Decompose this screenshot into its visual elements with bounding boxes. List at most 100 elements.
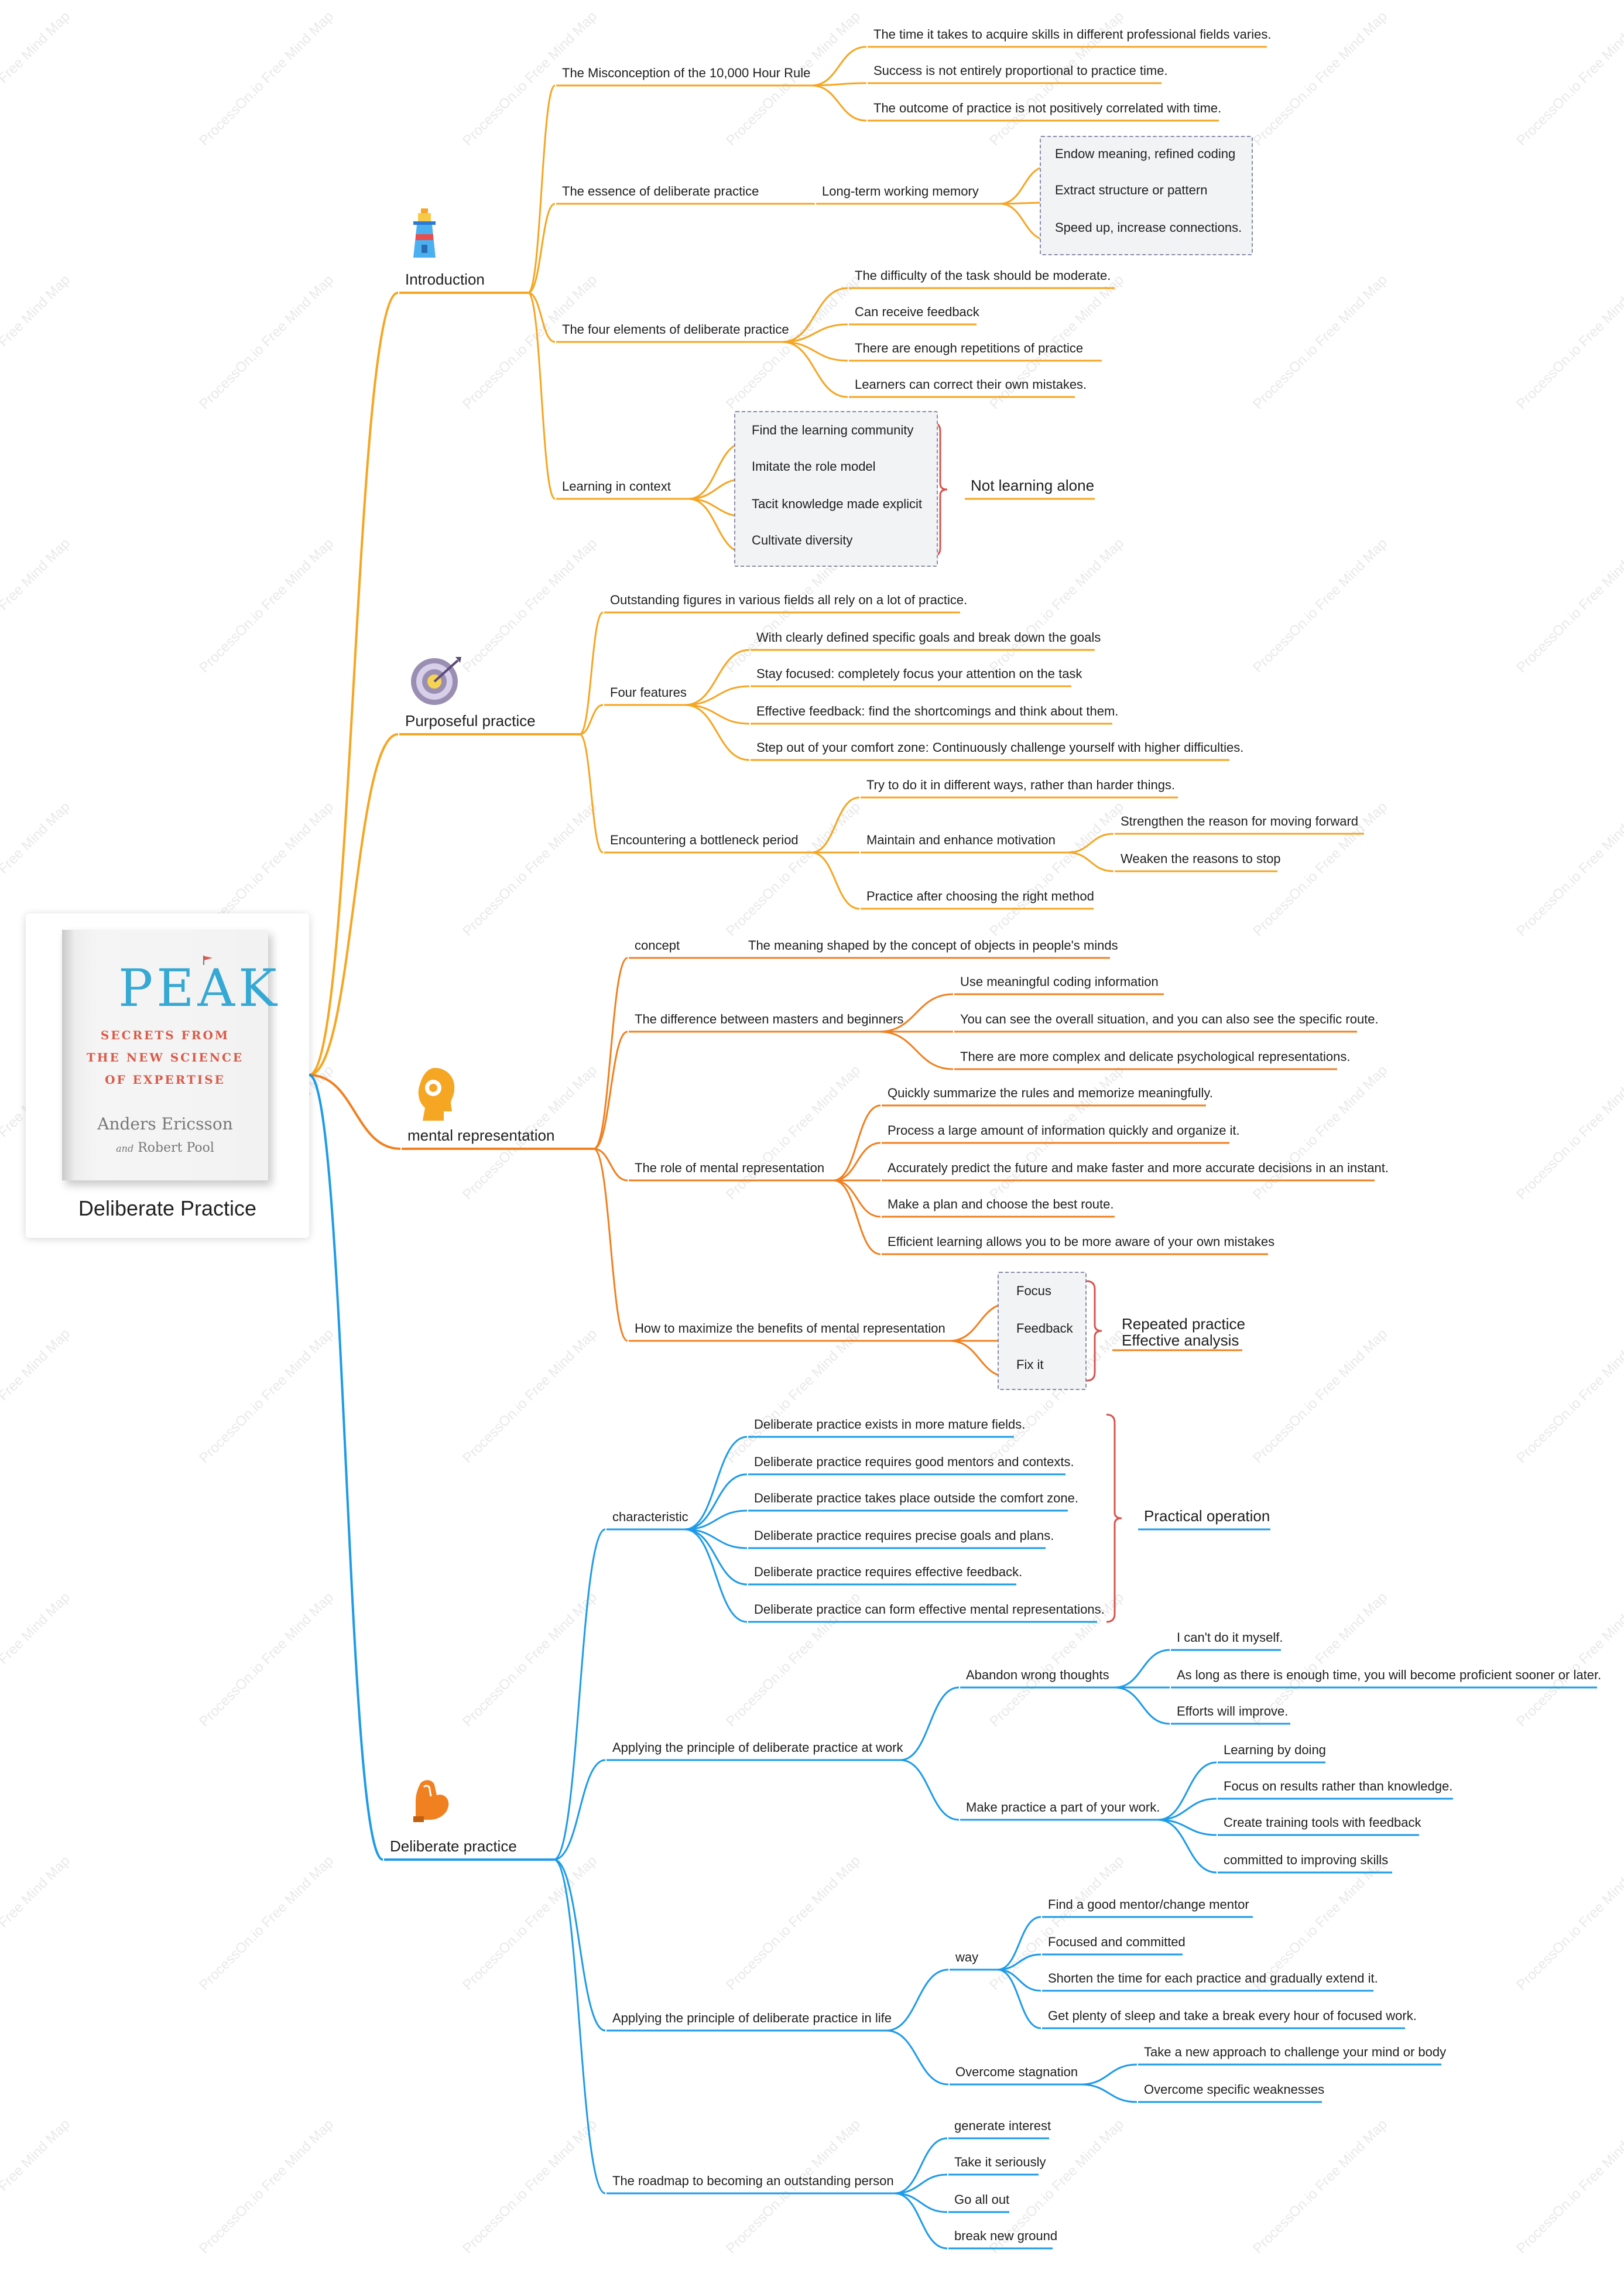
node-label[interactable]: The four elements of deliberate practice (562, 322, 789, 337)
watermark-text: ProcessOn.io Free Mind Map (1250, 272, 1390, 412)
node-label[interactable]: The time it takes to acquire skills in d… (873, 27, 1272, 42)
node-label[interactable]: Strengthen the reason for moving forward (1121, 814, 1359, 829)
node-label[interactable]: Fix it (1016, 1357, 1044, 1372)
node-label[interactable]: Applying the principle of deliberate pra… (612, 2011, 892, 2025)
branch-label-mental[interactable]: mental representation (407, 1127, 555, 1144)
node-label[interactable]: Long-term working memory (822, 184, 979, 198)
node-label[interactable]: break new ground (954, 2228, 1058, 2243)
node-label[interactable]: Tacit knowledge made explicit (752, 497, 923, 511)
node-label[interactable]: Four features (610, 685, 687, 700)
node-label[interactable]: Step out of your comfort zone: Continuou… (756, 740, 1244, 755)
node-label[interactable]: The Misconception of the 10,000 Hour Rul… (562, 66, 811, 80)
node-label[interactable]: Weaken the reasons to stop (1121, 851, 1281, 866)
node-label[interactable]: way (955, 1950, 979, 1964)
connector (579, 704, 604, 735)
node-label[interactable]: The outcome of practice is not positivel… (873, 101, 1222, 115)
watermark-text: ProcessOn.io Free Mind Map (196, 2116, 337, 2257)
node-label[interactable]: Take it seriously (954, 2155, 1046, 2169)
watermark-text: ProcessOn.io Free Mind Map (723, 799, 864, 939)
node-label[interactable]: Make practice a part of your work. (966, 1800, 1160, 1815)
node-label[interactable]: Efforts will improve. (1177, 1704, 1289, 1718)
node-label[interactable]: Find a good mentor/change mentor (1048, 1897, 1249, 1912)
node-label[interactable]: concept (635, 938, 680, 953)
node-label[interactable]: The role of mental representation (635, 1160, 825, 1175)
branch-label-purposeful[interactable]: Purposeful practice (405, 712, 536, 730)
branch-label-introduction[interactable]: Introduction (405, 271, 485, 288)
node-label[interactable]: Encountering a bottleneck period (610, 833, 799, 847)
node-label[interactable]: Efficient learning allows you to be more… (888, 1234, 1275, 1249)
node-label[interactable]: Learning by doing (1224, 1742, 1326, 1757)
node-label[interactable]: Go all out (954, 2192, 1010, 2207)
node-label[interactable]: committed to improving skills (1224, 1853, 1389, 1867)
book-coauthor-prefix: and (116, 1143, 134, 1154)
connector (593, 1031, 628, 1150)
node-label[interactable]: Endow meaning, refined coding (1055, 146, 1236, 161)
node-label[interactable]: Cultivate diversity (752, 533, 853, 547)
node-label[interactable]: Focus (1016, 1283, 1051, 1298)
watermark-text: ProcessOn.io Free Mind Map (723, 1326, 864, 1466)
node-label[interactable]: Applying the principle of deliberate pra… (612, 1740, 903, 1755)
node-label[interactable]: The difference between masters and begin… (635, 1012, 904, 1026)
watermark-text: ProcessOn.io Free Mind Map (0, 1853, 73, 1993)
node-label[interactable]: Quickly summarize the rules and memorize… (888, 1086, 1213, 1100)
node-label[interactable]: The roadmap to becoming an outstanding p… (612, 2173, 894, 2188)
node-label[interactable]: generate interest (954, 2118, 1051, 2133)
node-label[interactable]: Learners can correct their own mistakes. (855, 377, 1087, 392)
connector (997, 1953, 1041, 1971)
watermark-text: ProcessOn.io Free Mind Map (460, 535, 600, 676)
node-label[interactable]: Deliberate practice requires good mentor… (754, 1454, 1074, 1469)
node-label[interactable]: Make a plan and choose the best route. (888, 1197, 1114, 1211)
node-label[interactable]: Effective feedback: find the shortcoming… (756, 704, 1119, 718)
node-label[interactable]: Process a large amount of information qu… (888, 1123, 1240, 1138)
watermark-text: ProcessOn.io Free Mind Map (0, 2116, 73, 2257)
node-label[interactable]: There are more complex and delicate psyc… (960, 1049, 1351, 1064)
node-label[interactable]: With clearly defined specific goals and … (756, 630, 1101, 645)
node-label[interactable]: I can't do it myself. (1177, 1630, 1283, 1645)
node-label[interactable]: Use meaningful coding information (960, 974, 1159, 989)
node-label[interactable]: Abandon wrong thoughts (966, 1668, 1109, 1682)
node-label[interactable]: Deliberate practice can form effective m… (754, 1602, 1105, 1617)
node-label[interactable]: Practice after choosing the right method (866, 889, 1094, 903)
node-label[interactable]: Deliberate practice takes place outside … (754, 1491, 1078, 1505)
node-label[interactable]: Shorten the time for each practice and g… (1048, 1971, 1378, 1985)
node-label[interactable]: Take a new approach to challenge your mi… (1144, 2045, 1447, 2059)
node-label[interactable]: How to maximize the benefits of mental r… (635, 1321, 945, 1336)
node-label[interactable]: Overcome stagnation (955, 2065, 1078, 2079)
connector (811, 796, 860, 854)
node-label[interactable]: Try to do it in different ways, rather t… (866, 778, 1176, 792)
node-label[interactable]: Practical operation (1144, 1507, 1270, 1525)
node-label[interactable]: The essence of deliberate practice (562, 184, 759, 198)
node-label[interactable]: The meaning shaped by the concept of obj… (748, 938, 1118, 953)
summary-label[interactable]: Repeated practice (1122, 1315, 1246, 1333)
node-label[interactable]: Speed up, increase connections. (1055, 220, 1242, 235)
node-label[interactable]: Imitate the role model (752, 459, 876, 474)
node-label[interactable]: Can receive feedback (855, 304, 979, 319)
root-title[interactable]: Deliberate Practice (78, 1196, 257, 1220)
node-label[interactable]: Overcome specific weaknesses (1144, 2082, 1325, 2097)
node-label[interactable]: Accurately predict the future and make f… (888, 1160, 1389, 1175)
node-label[interactable]: Get plenty of sleep and take a break eve… (1048, 2008, 1417, 2023)
node-label[interactable]: Create training tools with feedback (1224, 1815, 1421, 1830)
node-label[interactable]: The difficulty of the task should be mod… (855, 268, 1111, 283)
node-label[interactable]: Extract structure or pattern (1055, 183, 1208, 197)
node-label[interactable]: Maintain and enhance motivation (866, 833, 1056, 847)
node-label[interactable]: Deliberate practice exists in more matur… (754, 1417, 1026, 1432)
node-label[interactable]: Learning in context (562, 479, 671, 494)
node-label[interactable]: You can see the overall situation, and y… (960, 1012, 1379, 1026)
node-label[interactable]: Find the learning community (752, 423, 914, 437)
node-label[interactable]: characteristic (612, 1509, 688, 1524)
node-label[interactable]: As long as there is enough time, you wil… (1177, 1668, 1602, 1682)
node-label[interactable]: Focus on results rather than knowledge. (1224, 1779, 1453, 1793)
connector (1157, 1761, 1217, 1821)
node-label[interactable]: Not learning alone (971, 477, 1095, 494)
node-label[interactable]: Success is not entirely proportional to … (873, 63, 1168, 78)
node-label[interactable]: Deliberate practice requires effective f… (754, 1564, 1023, 1579)
node-label[interactable]: There are enough repetitions of practice (855, 341, 1084, 355)
node-label[interactable]: Focused and committed (1048, 1935, 1186, 1949)
node-label[interactable]: Stay focused: completely focus your atte… (756, 666, 1082, 681)
node-label[interactable]: Deliberate practice requires precise goa… (754, 1528, 1054, 1543)
branch-label-deliberate[interactable]: Deliberate practice (390, 1837, 517, 1855)
node-label[interactable]: Outstanding figures in various fields al… (610, 593, 968, 607)
node-label[interactable]: Feedback (1016, 1321, 1073, 1336)
summary-label[interactable]: Effective analysis (1122, 1331, 1239, 1349)
